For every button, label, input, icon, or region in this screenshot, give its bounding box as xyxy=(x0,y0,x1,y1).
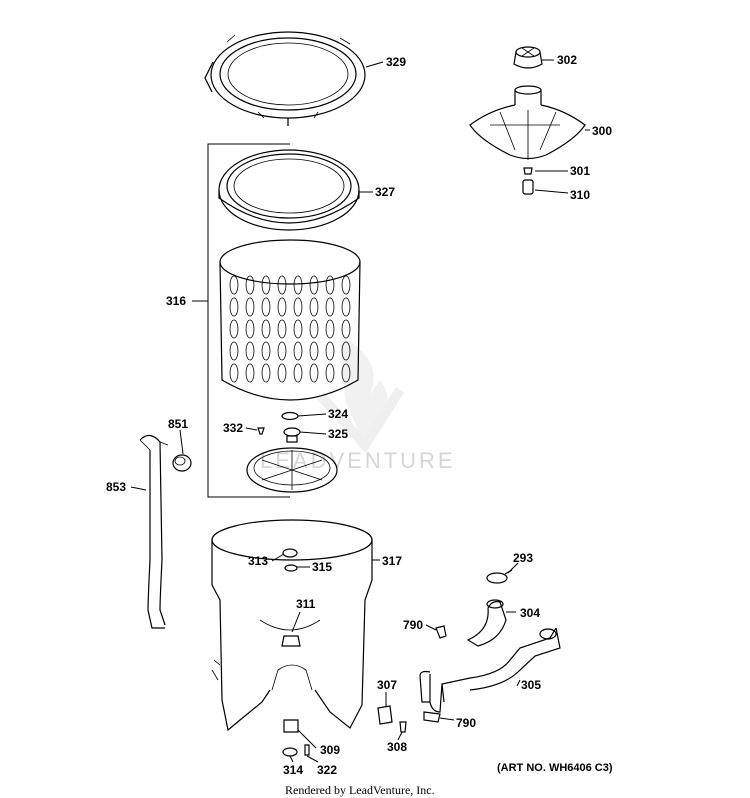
label-313: 313 xyxy=(248,554,268,568)
basket-perforation xyxy=(293,319,303,339)
basket-perforation xyxy=(309,319,319,339)
basket-perforation xyxy=(325,341,335,361)
basket-perforation xyxy=(309,297,319,317)
part-hub-plate xyxy=(246,447,338,493)
part-basket xyxy=(219,239,361,401)
part-313-315-311 xyxy=(281,548,301,647)
basket-perforation xyxy=(341,341,351,361)
part-851-knob xyxy=(172,454,192,472)
basket-perforation xyxy=(293,275,303,295)
label-317: 317 xyxy=(382,554,402,568)
label-327: 327 xyxy=(375,185,395,199)
label-304: 304 xyxy=(520,606,540,620)
basket-perforation xyxy=(293,341,303,361)
part-790-clip-b xyxy=(423,711,441,723)
part-790-clip-a xyxy=(435,625,447,639)
label-325: 325 xyxy=(328,427,348,441)
basket-perforation xyxy=(229,319,239,339)
basket-perforation xyxy=(261,363,271,383)
part-300-impeller xyxy=(469,85,586,160)
basket-perforation xyxy=(229,341,239,361)
basket-perforation xyxy=(341,319,351,339)
part-301-310-fasteners xyxy=(522,167,534,195)
label-302: 302 xyxy=(557,53,577,67)
basket-perforation xyxy=(341,363,351,383)
basket-perforation xyxy=(309,341,319,361)
label-329: 329 xyxy=(386,55,406,69)
watermark-logo xyxy=(316,335,405,454)
part-853-hose xyxy=(139,434,169,629)
basket-perforation xyxy=(325,363,335,383)
part-293-clamp xyxy=(486,569,513,584)
basket-perforation xyxy=(293,297,303,317)
basket-perforation xyxy=(229,297,239,317)
footer-credit: Rendered by LeadVenture, Inc. xyxy=(285,783,435,797)
label-311: 311 xyxy=(296,597,316,611)
basket-perforation xyxy=(245,275,255,295)
bracket-316 xyxy=(207,143,290,498)
label-332: 332 xyxy=(223,421,243,435)
basket-perforation xyxy=(293,363,303,383)
basket-perforation xyxy=(309,363,319,383)
basket-perforation xyxy=(245,319,255,339)
label-851: 851 xyxy=(168,417,188,431)
label-309: 309 xyxy=(320,743,340,757)
label-322: 322 xyxy=(317,763,337,777)
label-307: 307 xyxy=(377,678,397,692)
label-308: 308 xyxy=(387,740,407,754)
label-305: 305 xyxy=(521,678,541,692)
part-307-308-bracket xyxy=(377,705,407,733)
basket-perforation xyxy=(245,363,255,383)
label-316: 316 xyxy=(166,294,186,308)
part-329-tub-cover xyxy=(204,31,366,126)
basket-perforation xyxy=(229,363,239,383)
basket-perforation xyxy=(277,319,287,339)
label-310: 310 xyxy=(570,188,590,202)
basket-perforation xyxy=(261,297,271,317)
part-324-325-332 xyxy=(257,411,301,443)
part-305-drain-hose xyxy=(419,627,561,713)
basket-perforation xyxy=(261,319,271,339)
basket-perforation xyxy=(261,275,271,295)
basket-perforation xyxy=(325,297,335,317)
basket-perforation xyxy=(277,363,287,383)
part-304-hose xyxy=(466,599,507,647)
basket-perforation xyxy=(325,275,335,295)
basket-perforation xyxy=(341,275,351,295)
label-853: 853 xyxy=(106,480,126,494)
label-315: 315 xyxy=(312,560,332,574)
basket-perforation xyxy=(229,275,239,295)
part-309-314-322 xyxy=(282,719,310,757)
part-317-outer-tub xyxy=(211,519,373,732)
basket-perforation xyxy=(245,297,255,317)
basket-perforation xyxy=(245,341,255,361)
label-314: 314 xyxy=(283,763,303,777)
basket-perforation xyxy=(341,297,351,317)
part-302-cap xyxy=(513,46,543,69)
art-number: (ART NO. WH6406 C3) xyxy=(497,762,613,774)
basket-perforation xyxy=(309,275,319,295)
label-301: 301 xyxy=(570,164,590,178)
label-300: 300 xyxy=(592,124,612,138)
label-790-a: 790 xyxy=(403,618,423,632)
basket-perforation xyxy=(261,341,271,361)
basket-perforation xyxy=(277,341,287,361)
basket-perforation xyxy=(277,275,287,295)
part-327-balance-ring xyxy=(218,149,360,231)
label-790-b: 790 xyxy=(456,716,476,730)
label-293: 293 xyxy=(513,551,533,565)
basket-perforation xyxy=(277,297,287,317)
basket-perforation xyxy=(325,319,335,339)
label-324: 324 xyxy=(328,407,348,421)
